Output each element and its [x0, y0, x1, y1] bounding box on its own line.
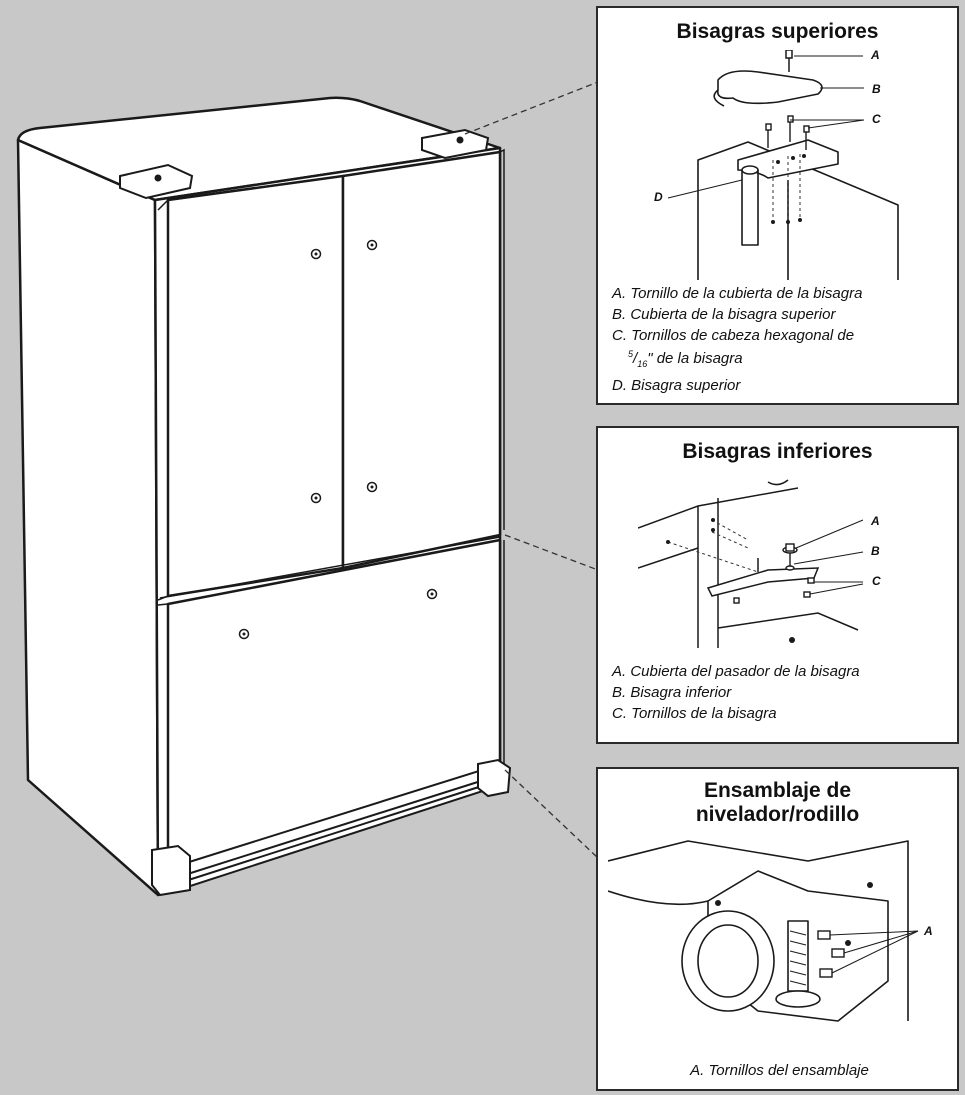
legend-item-d: D. Bisagra superior [612, 377, 741, 394]
front-right-foot [477, 758, 512, 798]
front-left-foot [151, 844, 191, 897]
left-french-door [166, 174, 345, 598]
callout-b: B [871, 544, 880, 558]
legend-item-c: C. Tornillos de la bisagra [612, 705, 777, 722]
callout-b: B [872, 82, 881, 96]
leveler-panel: Ensamblaje de nivelador/rodillo [596, 767, 959, 1091]
leader-leveler [504, 769, 599, 859]
legend-item-b: B. Bisagra inferior [612, 684, 732, 701]
bottom-hinge-bracket [706, 567, 820, 597]
refrigerator-illustration [16, 81, 599, 897]
leveler-diagram [608, 840, 919, 1022]
bottom-hinges-panel: Bisagras inferiores [596, 426, 959, 744]
top-hinges-legend: A. Tornillo de la cubierta de la bisagra… [612, 284, 862, 397]
leader-top-hinge [464, 81, 599, 135]
right-french-door [341, 150, 502, 570]
top-hinges-panel: Bisagras superiores [596, 6, 959, 405]
callout-c: C [872, 112, 881, 126]
bottom-hinge-diagram [638, 479, 864, 648]
callout-d: D [654, 190, 663, 204]
bottom-hinges-legend: A. Cubierta del pasador de la bisagra B.… [612, 662, 860, 725]
legend-item-c: C. Tornillos de cabeza hexagonal de 5/16… [612, 326, 862, 374]
legend-item-a: A. Tornillos del ensamblaje [690, 1062, 869, 1079]
hinge-cover-part [716, 70, 823, 105]
leveler-legend: A. Tornillos del ensamblaje [598, 1061, 957, 1082]
legend-item-c-line2: 5/16" de la bisagra [628, 349, 743, 369]
legend-item-b: B. Cubierta de la bisagra superior [612, 306, 836, 323]
bottom-hinges-title: Bisagras inferiores [682, 440, 873, 463]
legend-item-a: A. Cubierta del pasador de la bisagra [612, 663, 860, 680]
callout-a: A [871, 514, 880, 528]
callout-a: A [924, 924, 933, 938]
legend-item-c-line1: C. Tornillos de cabeza hexagonal de [612, 327, 855, 344]
legend-item-a: A. Tornillo de la cubierta de la bisagra [612, 285, 863, 302]
top-hinges-title: Bisagras superiores [676, 20, 879, 43]
leveler-title-line1: Ensamblaje de [703, 779, 852, 802]
fridge-side [16, 138, 160, 897]
legend-item-c-line2-text: " de la bisagra [647, 350, 743, 367]
leader-bottom-hinge [504, 534, 599, 571]
callout-a: A [871, 48, 880, 62]
fraction-denominator: 16 [637, 359, 648, 369]
top-right-hinge-cover [421, 128, 490, 160]
leveler-title-line2: nivelador/rodillo [695, 803, 860, 826]
callout-c: C [872, 574, 881, 588]
top-hinge-diagram [667, 50, 899, 280]
fraction-numerator: 5 [628, 349, 634, 359]
top-left-hinge-cover [119, 163, 194, 200]
